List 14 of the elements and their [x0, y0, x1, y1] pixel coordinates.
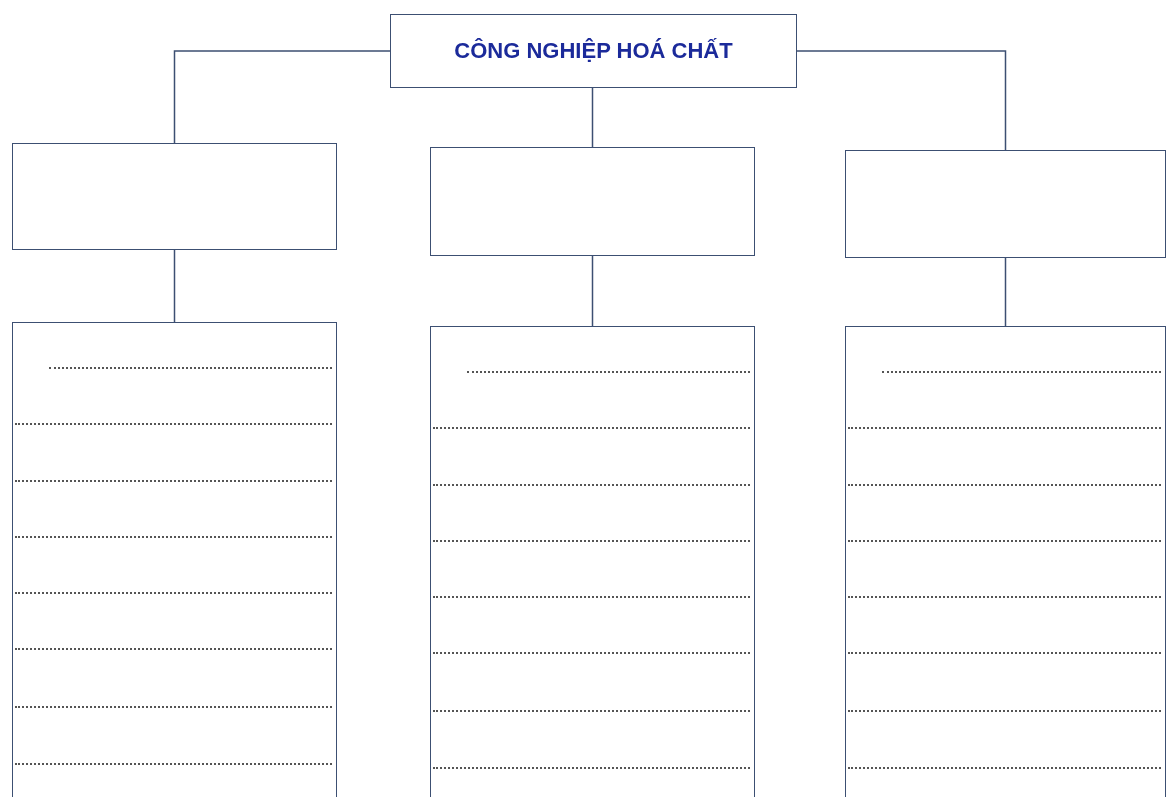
empty-box	[12, 143, 337, 250]
answer-box	[845, 326, 1166, 797]
title-box	[390, 14, 797, 88]
answer-box	[430, 326, 755, 797]
connector-line	[591, 255, 594, 327]
title-text: CÔNG NGHIỆP HOÁ CHẤT	[454, 38, 733, 64]
empty-box	[845, 150, 1166, 258]
connector-line	[591, 87, 594, 148]
connector-line	[1004, 257, 1007, 327]
empty-box	[430, 147, 755, 256]
connector-line	[173, 50, 391, 144]
connector-line	[173, 249, 176, 323]
connector-line	[796, 50, 1007, 151]
answer-box	[12, 322, 337, 797]
